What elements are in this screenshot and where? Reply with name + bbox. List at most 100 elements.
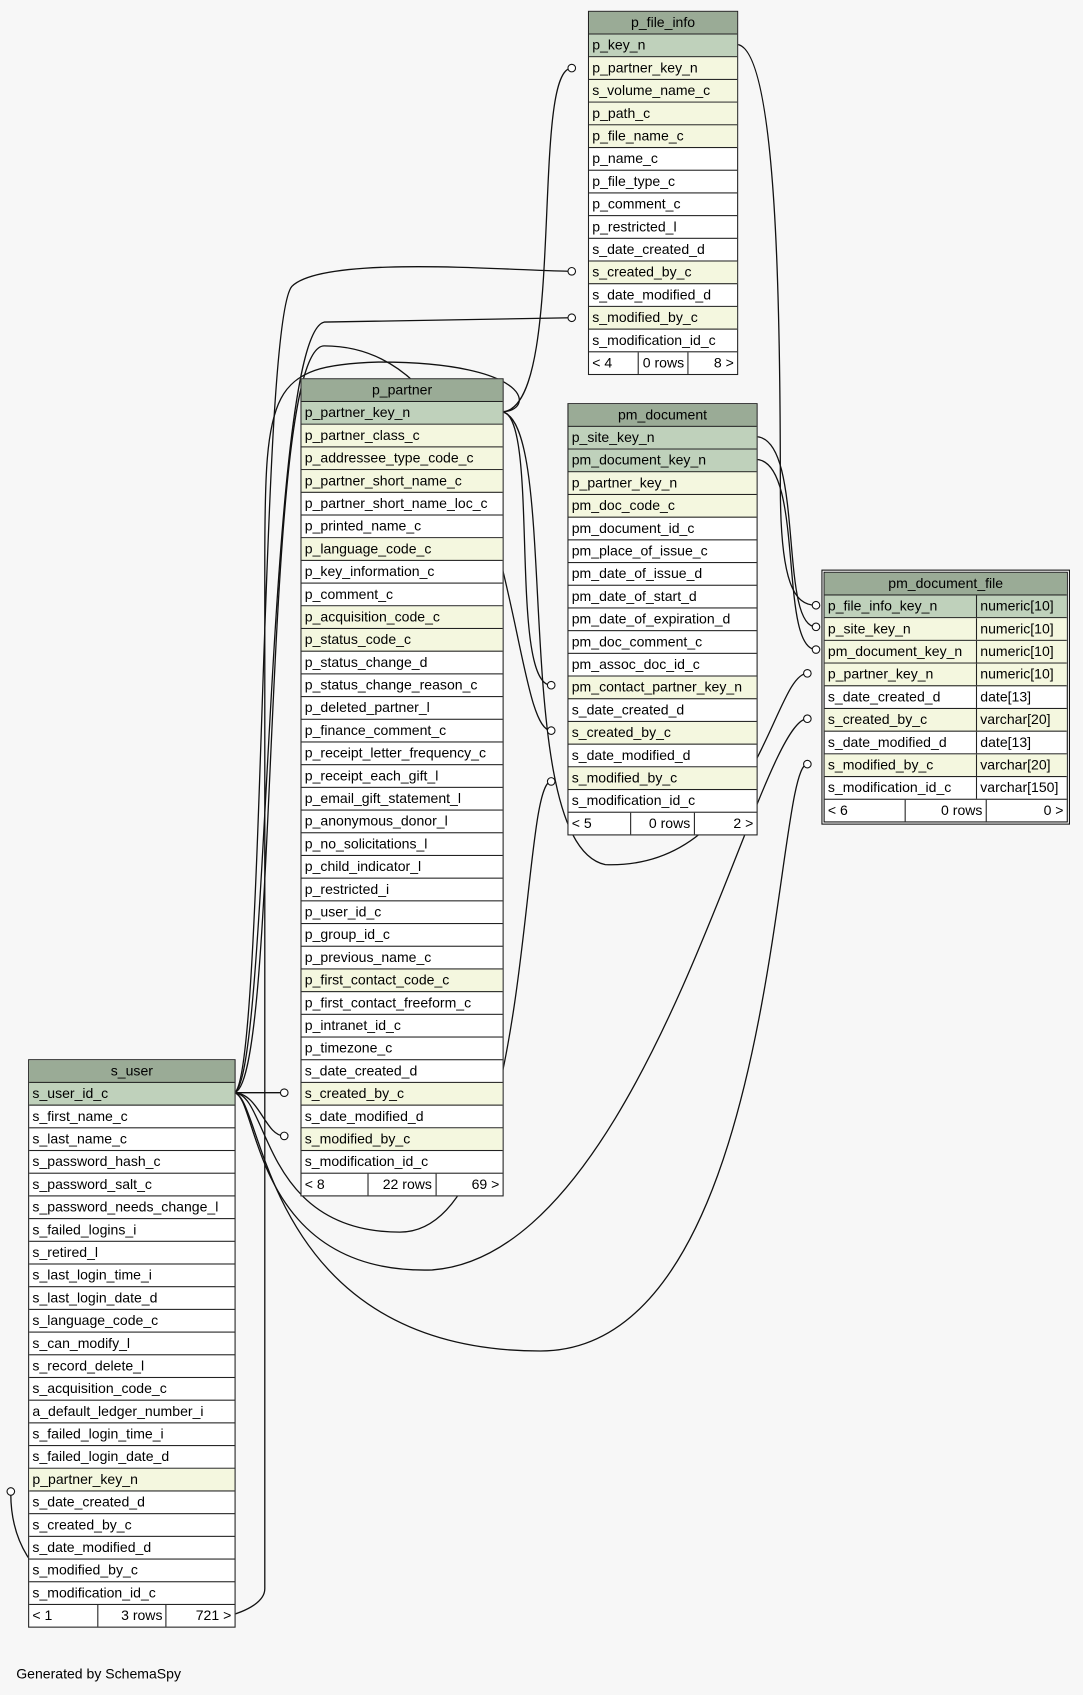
column-row[interactable]: pm_document_id_c xyxy=(568,518,757,541)
column-row[interactable]: s_acquisition_code_c xyxy=(29,1378,235,1401)
column-row[interactable]: p_intranet_id_c xyxy=(301,1015,503,1038)
parents-link[interactable]: < 5 xyxy=(571,814,592,832)
column-row[interactable]: s_last_login_time_i xyxy=(29,1265,235,1288)
column-row[interactable]: p_partner_key_n xyxy=(301,402,503,425)
column-row[interactable]: p_path_c xyxy=(589,102,738,126)
column-row[interactable]: s_created_by_c xyxy=(29,1514,235,1537)
column-row[interactable]: s_date_created_d xyxy=(568,699,757,722)
column-row[interactable]: pm_date_of_start_d xyxy=(568,586,757,609)
column-row[interactable]: p_partner_short_name_loc_c xyxy=(301,493,503,516)
column-row[interactable]: p_first_contact_code_c xyxy=(301,969,503,993)
column-row[interactable]: pm_date_of_expiration_d xyxy=(568,608,757,632)
table-title[interactable]: s_user xyxy=(29,1060,235,1083)
column-row[interactable]: p_file_type_c xyxy=(589,171,738,194)
column-row[interactable]: p_file_name_c xyxy=(589,125,738,149)
column-row[interactable]: p_partner_key_n xyxy=(568,472,757,496)
children-link[interactable]: 2 > xyxy=(693,812,757,835)
column-row[interactable]: p_deleted_partner_l xyxy=(301,697,503,720)
column-row[interactable]: p_finance_comment_c xyxy=(301,720,503,743)
table-title[interactable]: p_file_info xyxy=(589,11,738,35)
column-row[interactable]: s_modification_id_c xyxy=(568,790,757,813)
column-row[interactable]: p_language_code_c xyxy=(301,538,503,561)
column-row[interactable]: p_restricted_l xyxy=(589,216,738,239)
column-row[interactable]: s_user_id_c xyxy=(29,1082,235,1106)
column-row[interactable]: s_last_name_c xyxy=(29,1128,235,1152)
column-row[interactable]: p_acquisition_code_c xyxy=(301,606,503,630)
column-row[interactable]: s_retired_l xyxy=(29,1242,235,1265)
column-row[interactable]: p_key_information_c xyxy=(301,561,503,584)
column-row[interactable]: p_anonymous_donor_l xyxy=(301,811,503,834)
column-row[interactable]: p_receipt_each_gift_l xyxy=(301,765,503,788)
table-title[interactable]: pm_document xyxy=(568,404,757,427)
children-link[interactable]: 721 > xyxy=(165,1604,235,1627)
column-row[interactable]: s_created_by_c xyxy=(589,261,738,285)
column-row[interactable]: p_key_n xyxy=(589,34,738,58)
column-row[interactable]: pm_date_of_issue_d xyxy=(568,563,757,586)
column-row[interactable]: p_child_indicator_l xyxy=(301,856,503,879)
column-row[interactable]: s_modified_by_c xyxy=(568,767,757,791)
column-row[interactable]: s_can_modify_l xyxy=(29,1333,235,1356)
column-row[interactable]: p_partner_short_name_c xyxy=(301,470,503,493)
column-row[interactable]: p_comment_c xyxy=(301,584,503,607)
column-row[interactable]: s_last_login_date_d xyxy=(29,1287,235,1310)
column-row[interactable]: s_date_modified_d xyxy=(301,1106,503,1129)
column-row[interactable]: p_timezone_c xyxy=(301,1038,503,1061)
column-row[interactable]: s_modified_by_c xyxy=(589,306,738,330)
column-row[interactable]: p_comment_c xyxy=(589,193,738,217)
column-row[interactable]: pm_doc_code_c xyxy=(568,495,757,518)
column-row[interactable]: pm_document_key_n xyxy=(568,449,757,473)
column-row[interactable]: p_previous_name_c xyxy=(301,947,503,970)
column-row[interactable]: s_modification_id_c xyxy=(29,1582,235,1605)
column-row[interactable]: p_printed_name_c xyxy=(301,516,503,539)
children-link[interactable]: 8 > xyxy=(687,352,737,374)
column-row[interactable]: p_partner_class_c xyxy=(301,424,503,448)
column-row[interactable]: s_password_needs_change_l xyxy=(29,1196,235,1220)
table-title[interactable]: p_partner xyxy=(301,379,503,403)
column-row[interactable]: s_modified_by_c xyxy=(301,1128,503,1152)
column-row[interactable]: s_date_modified_d xyxy=(568,745,757,768)
column-row[interactable]: s_created_by_c xyxy=(568,721,757,745)
column-row[interactable]: p_status_code_c xyxy=(301,629,503,652)
column-row[interactable]: p_site_key_n xyxy=(568,426,757,450)
column-row[interactable]: p_no_solicitations_l xyxy=(301,833,503,856)
column-row[interactable]: s_date_created_d xyxy=(29,1492,235,1515)
column-row[interactable]: p_first_contact_freeform_c xyxy=(301,992,503,1015)
column-row[interactable]: s_created_by_c xyxy=(301,1082,503,1106)
column-row[interactable]: p_user_id_c xyxy=(301,901,503,925)
column-row[interactable]: s_modification_id_c xyxy=(589,330,738,353)
column-row[interactable]: s_modification_id_c xyxy=(301,1151,503,1174)
column-row[interactable]: s_password_salt_c xyxy=(29,1174,235,1197)
column-row[interactable]: s_date_modified_d xyxy=(589,284,738,307)
column-row[interactable]: s_first_name_c xyxy=(29,1106,235,1129)
column-row[interactable]: p_partner_key_n xyxy=(589,57,738,80)
column-row[interactable]: p_partner_key_n xyxy=(29,1468,235,1492)
parents-link[interactable]: < 1 xyxy=(32,1607,53,1624)
column-row[interactable]: p_addressee_type_code_c xyxy=(301,447,503,471)
column-row[interactable]: p_receipt_letter_frequency_c xyxy=(301,743,503,766)
column-row[interactable]: pm_place_of_issue_c xyxy=(568,540,757,564)
column-row[interactable]: p_group_id_c xyxy=(301,924,503,947)
children-link[interactable]: 69 > xyxy=(435,1173,502,1196)
table-title[interactable]: pm_document_file xyxy=(824,572,1067,596)
column-row[interactable]: s_failed_login_date_d xyxy=(29,1446,235,1469)
column-row[interactable]: p_restricted_i xyxy=(301,879,503,902)
column-row[interactable]: pm_contact_partner_key_n xyxy=(568,676,757,700)
column-row[interactable]: s_language_code_c xyxy=(29,1310,235,1333)
column-row[interactable]: s_date_modified_d xyxy=(29,1537,235,1560)
column-row[interactable]: p_email_gift_statement_l xyxy=(301,788,503,811)
column-row[interactable]: p_status_change_d xyxy=(301,652,503,675)
column-row[interactable]: pm_doc_comment_c xyxy=(568,631,757,654)
parents-link[interactable]: < 4 xyxy=(592,354,613,371)
